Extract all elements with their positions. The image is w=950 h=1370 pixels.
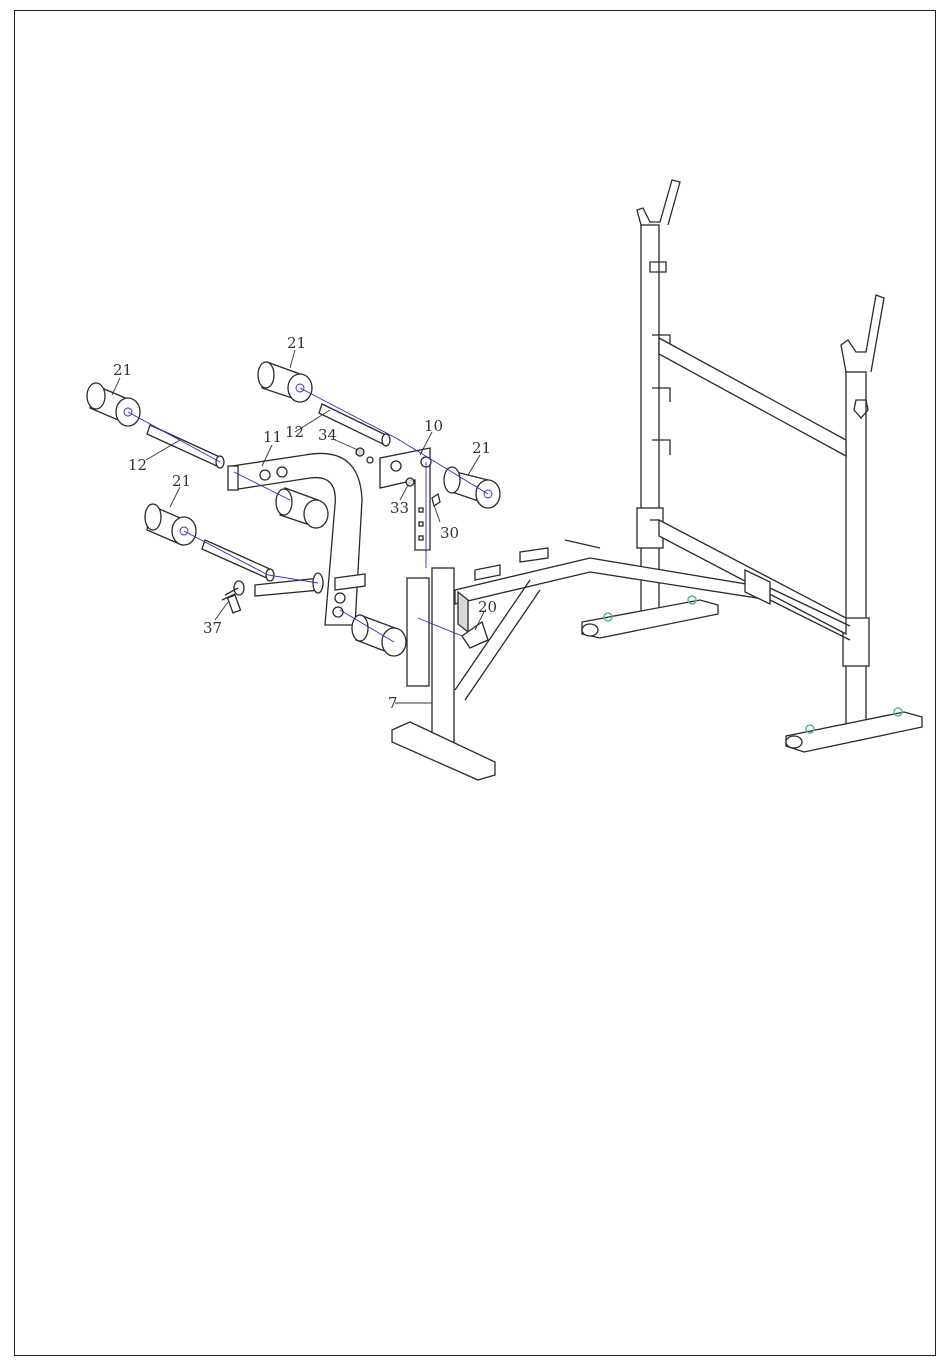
knob-30 [432,494,440,506]
callout-20: 20 [478,598,497,616]
spring-collar-37 [222,581,244,613]
rack-frame [582,180,922,752]
foam-roller-6 [352,615,406,656]
bolt-33 [406,478,414,486]
foam-roller-5 [276,488,328,528]
callout-21c: 21 [472,439,491,457]
callout-7: 7 [388,694,398,712]
callout-10: 10 [424,417,443,435]
foam-roller-1 [87,383,140,426]
callout-11: 11 [263,428,282,446]
crossbar-top [659,338,846,456]
callout-33: 33 [390,499,409,517]
callout-21d: 21 [172,472,191,490]
foam-roller-3 [444,467,500,508]
upright-left [641,225,659,615]
callout-30: 30 [440,524,459,542]
upright-right [846,372,866,727]
bar-cradle-right [841,295,884,372]
foam-roller-2 [258,362,312,402]
roller-rod-1 [147,425,222,467]
callout-37: 37 [203,619,222,637]
callout-34: 34 [318,426,337,444]
callout-21a: 21 [113,361,132,379]
weight-post [255,578,320,596]
bar-cradle-left [637,180,680,225]
foam-roller-4 [145,504,196,545]
callout-21b: 21 [287,334,306,352]
callout-12a: 12 [128,456,147,474]
callout-12b: 12 [285,423,304,441]
leg-insert-tube [407,578,429,686]
front-leg-upright [432,568,454,756]
